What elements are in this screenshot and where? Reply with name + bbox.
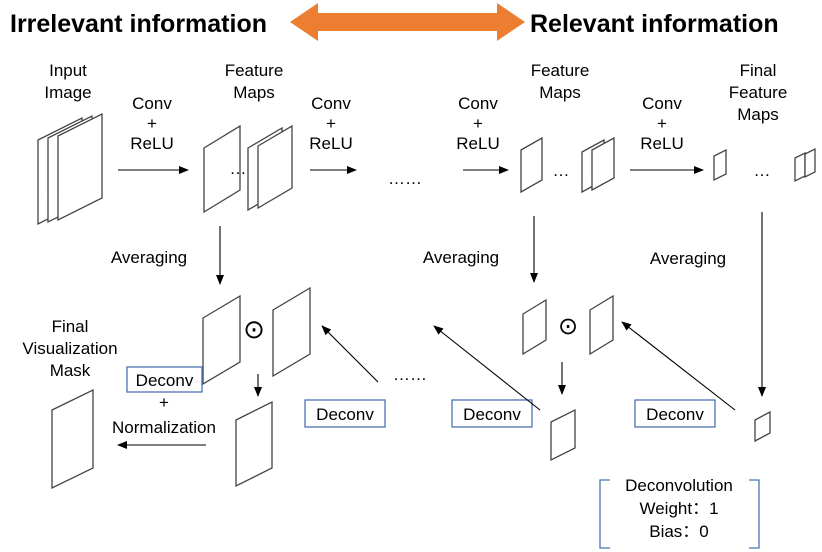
relu-label: ReLU <box>309 134 352 153</box>
conv-label: Conv <box>132 94 172 113</box>
ellipsis-bottom: …… <box>393 365 427 384</box>
conv-relu-2: Conv + ReLU <box>309 94 352 153</box>
hadamard-product-icon-1: ⊙ <box>243 314 265 344</box>
feature-map-2a <box>520 136 543 194</box>
normalized-map <box>235 400 273 488</box>
deconv-box-1 <box>126 366 203 393</box>
plus-label: + <box>326 114 336 133</box>
deconv-plus-label: + <box>159 393 169 412</box>
averaging-label-3: Averaging <box>650 249 726 268</box>
arrow-deconv-3 <box>433 325 541 411</box>
header-irrelevant: Irrelevant information <box>10 10 267 38</box>
header-relevant: Relevant information <box>530 10 779 38</box>
averaged-map-2 <box>522 298 547 356</box>
deconvolution-params-box: Deconvolution Weight：1 Bias：0 <box>599 476 760 549</box>
final-feature-maps-label-2: Feature <box>729 83 788 102</box>
plus-label: + <box>147 114 157 133</box>
relu-label: ReLU <box>130 134 173 153</box>
arrow-deconv-4 <box>621 321 736 411</box>
final-feature-maps-label-1: Final <box>740 61 777 80</box>
feature-maps-1-label-2: Maps <box>233 83 275 102</box>
deconv-map-2 <box>589 294 614 356</box>
deconv-label-1: Deconv <box>136 371 194 390</box>
final-feature-maps-label-3: Maps <box>737 105 779 124</box>
input-image-label-2: Image <box>44 83 91 102</box>
deconv-box-2 <box>304 399 386 428</box>
feature-maps-1-label-1: Feature <box>225 61 284 80</box>
feature-map-2-stack <box>581 136 615 194</box>
feature-maps-2-label-2: Maps <box>539 83 581 102</box>
deconvolution-weight: Weight：1 <box>639 499 718 518</box>
conv-label: Conv <box>311 94 351 113</box>
relu-label: ReLU <box>640 134 683 153</box>
feature-maps-dots-1: … <box>230 159 247 178</box>
deconv-label-3: Deconv <box>463 405 521 424</box>
averaging-label-2: Averaging <box>423 248 499 267</box>
feature-maps-2-label-1: Feature <box>531 61 590 80</box>
deconv-input-map-2 <box>550 408 576 462</box>
deconv-input-map-3 <box>754 410 771 443</box>
deconv-box-3 <box>451 399 533 428</box>
deconv-box-4 <box>634 399 716 428</box>
arrow-deconv-2 <box>321 325 379 383</box>
conv-relu-4: Conv + ReLU <box>640 94 683 153</box>
conv-label: Conv <box>458 94 498 113</box>
plus-label: + <box>473 114 483 133</box>
deconv-label-2: Deconv <box>316 405 374 424</box>
plus-label: + <box>657 114 667 133</box>
relu-label: ReLU <box>456 134 499 153</box>
conv-label: Conv <box>642 94 682 113</box>
final-mask-label-1: Final <box>52 317 89 336</box>
feature-map-1a <box>203 124 241 214</box>
final-mask-label-2: Visualization <box>22 339 117 358</box>
deconv-map-1 <box>272 286 311 378</box>
deconv-label-4: Deconv <box>646 405 704 424</box>
feature-maps-dots-2: … <box>553 161 570 180</box>
feature-map-1-stack <box>247 124 293 212</box>
averaging-label-1: Averaging <box>111 248 187 267</box>
input-image-label-1: Input <box>49 61 87 80</box>
deconvolution-bias: Bias：0 <box>649 522 709 541</box>
final-feature-map-stack <box>794 147 816 183</box>
normalization-label: Normalization <box>112 418 216 437</box>
double-arrow-icon <box>290 3 525 41</box>
final-mask-label-3: Mask <box>50 361 91 380</box>
conv-relu-3: Conv + ReLU <box>456 94 499 153</box>
final-visualization-mask <box>51 388 94 490</box>
hadamard-product-icon-2: ⊙ <box>558 313 578 340</box>
ellipsis-top: …… <box>388 169 422 188</box>
final-feature-maps-dots: … <box>754 161 771 180</box>
final-feature-map-a <box>713 148 727 182</box>
conv-relu-1: Conv + ReLU <box>130 94 173 153</box>
input-image-stack <box>37 112 103 226</box>
deconvolution-title: Deconvolution <box>625 476 733 495</box>
averaged-map-1 <box>202 294 241 386</box>
